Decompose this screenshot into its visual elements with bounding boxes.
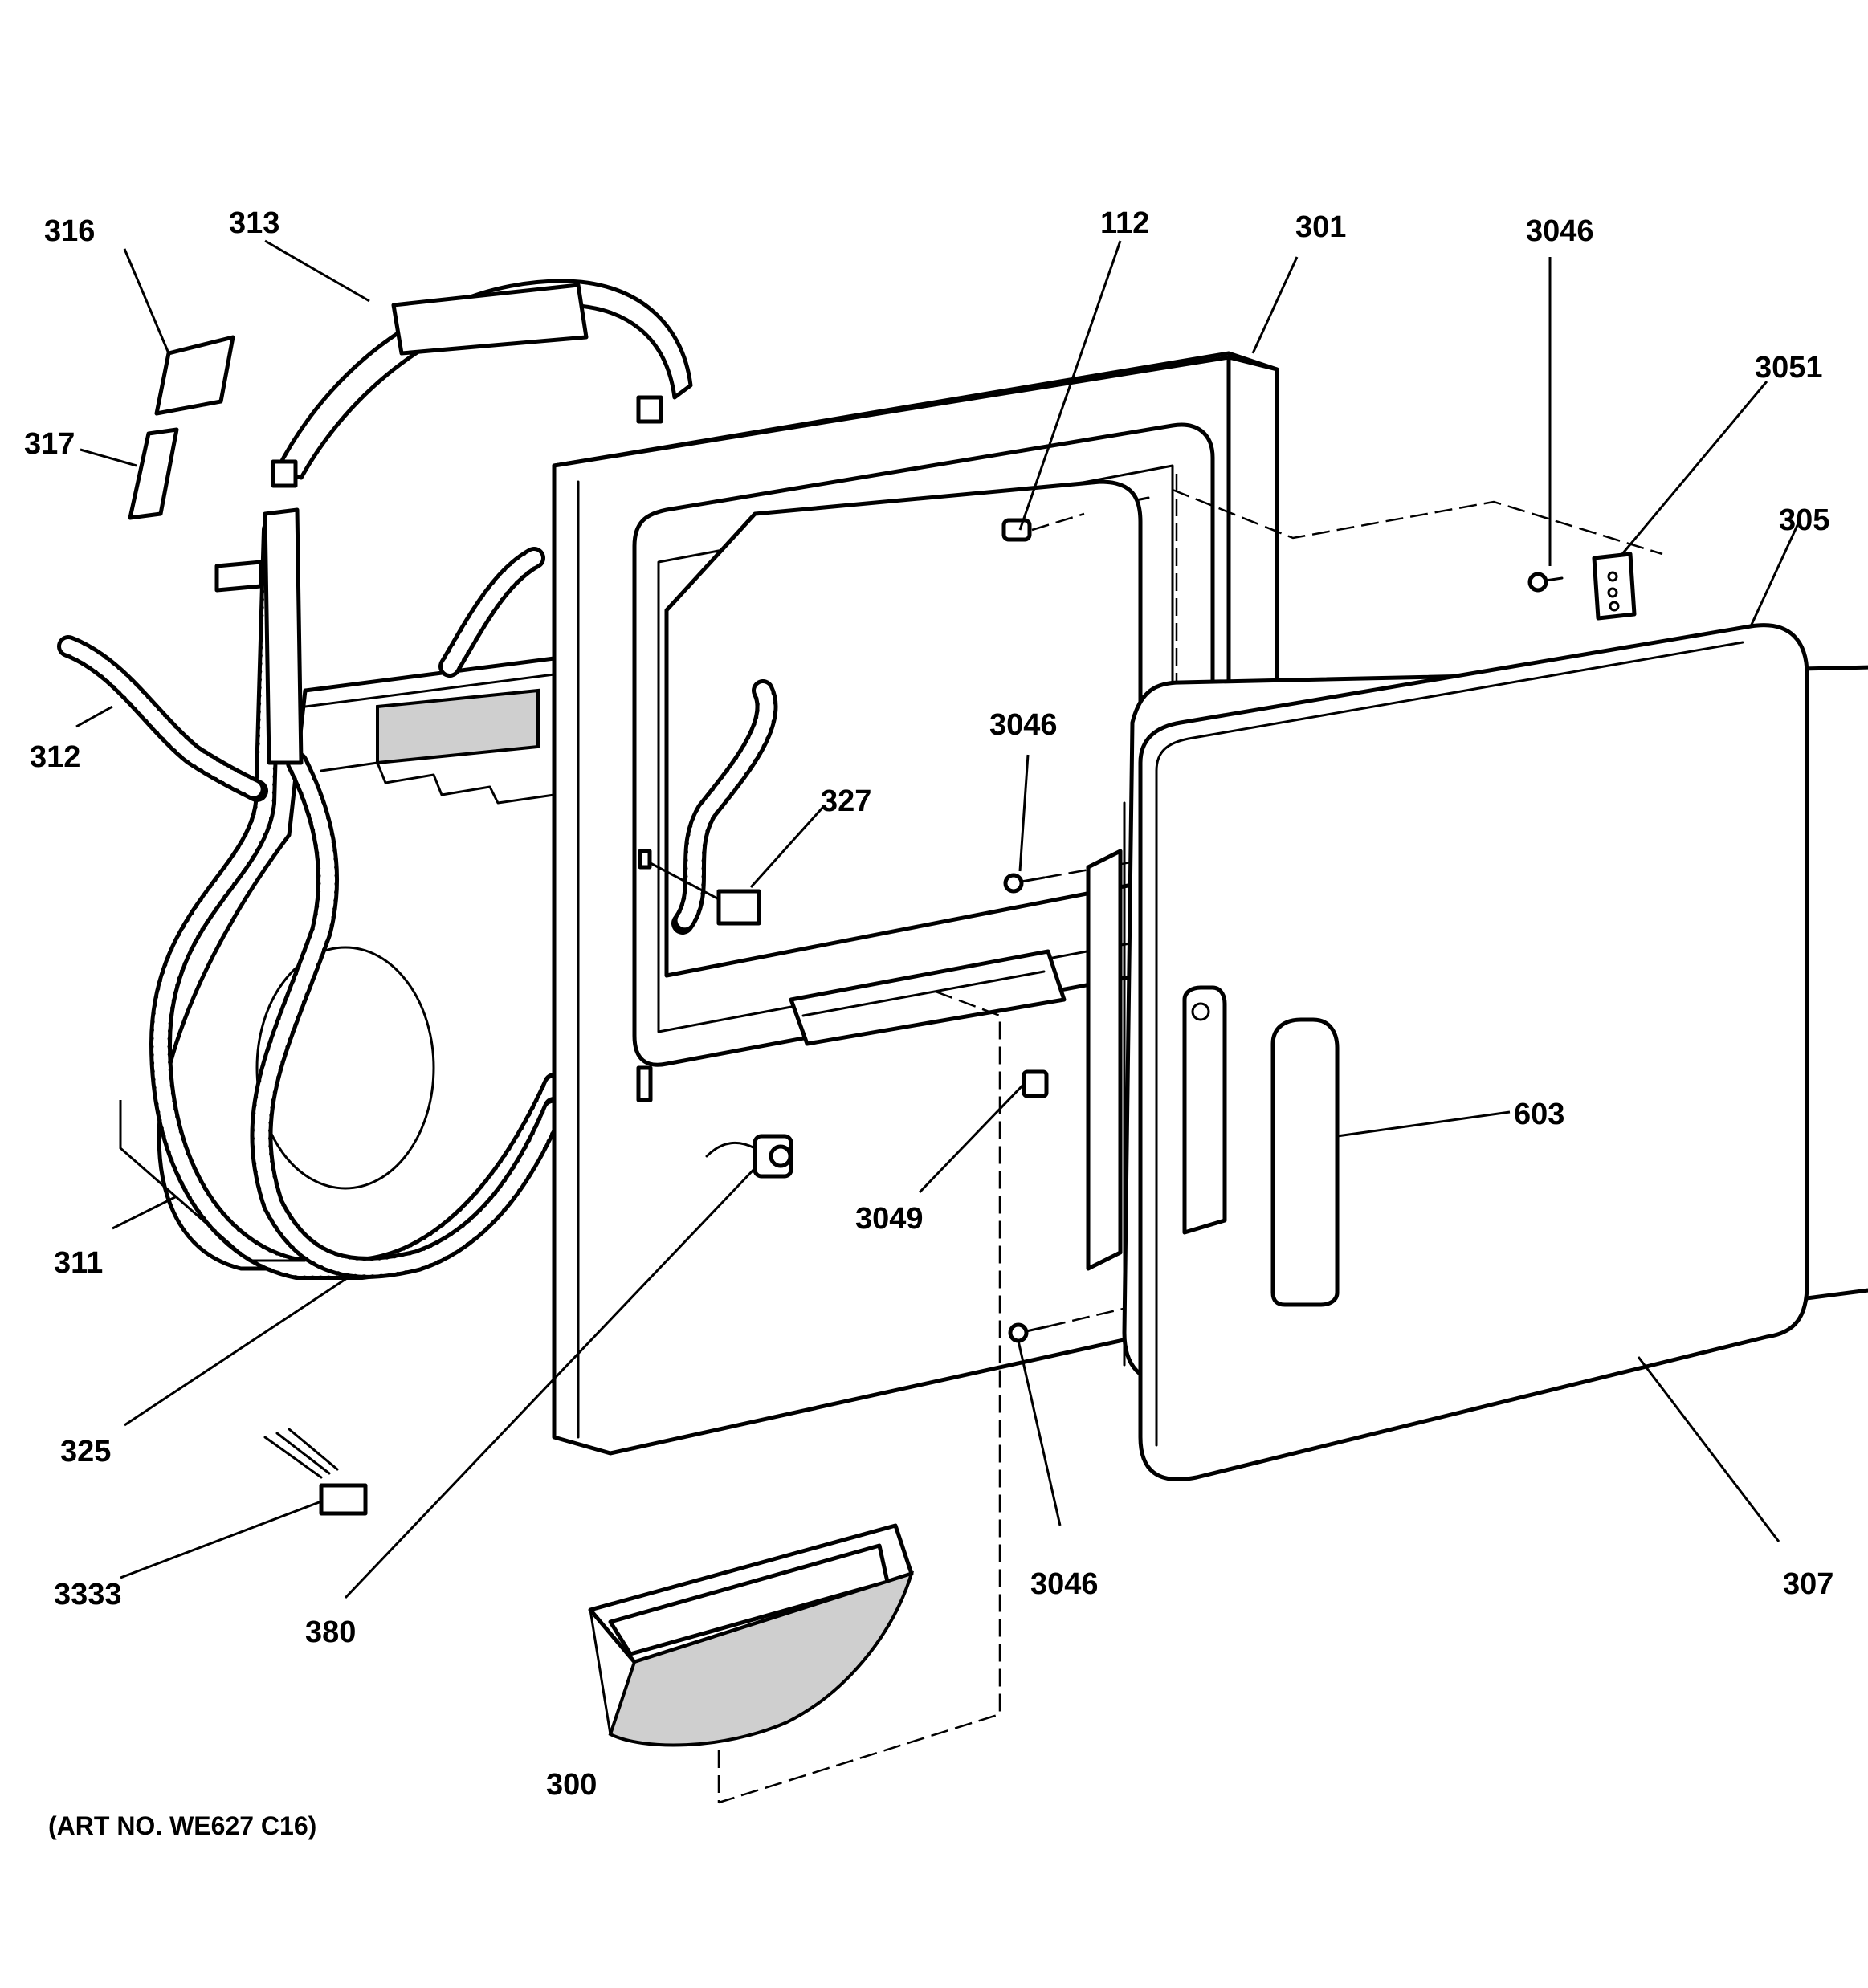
lint-filter-300: [588, 1523, 915, 1747]
bumper-112: [1001, 512, 1085, 542]
callout-311: 311: [54, 1246, 103, 1280]
leader-lines: [75, 239, 1801, 1599]
alignment-hinge: [1172, 488, 1663, 556]
art-number: (ART NO. WE627 C16): [48, 1811, 316, 1840]
alignment-filter: [718, 990, 1001, 1804]
callout-301: 301: [1295, 210, 1346, 244]
callout-316: 316: [44, 214, 95, 248]
connector-3333: [263, 1428, 368, 1516]
callout-3049: 3049: [855, 1202, 924, 1236]
callout-112: 112: [1100, 206, 1149, 240]
hinge-bracket-3051: [1592, 552, 1637, 621]
callout-307: 307: [1783, 1567, 1833, 1601]
callout-313: 313: [229, 206, 279, 240]
callout-305: 305: [1779, 503, 1829, 537]
callout-3051: 3051: [1755, 351, 1823, 385]
switch-327: [716, 889, 761, 926]
callout-3333: 3333: [54, 1578, 122, 1611]
handle-603: [1270, 1017, 1340, 1307]
latch-3049: [1022, 1069, 1049, 1098]
door-305: [1086, 623, 1868, 1482]
callout-3046-bottom: 3046: [1030, 1567, 1099, 1601]
callout-300: 300: [546, 1768, 597, 1802]
duct-arc-313: [214, 279, 693, 765]
callout-3046-top: 3046: [1526, 214, 1594, 248]
felt-strip-317: [128, 427, 179, 520]
screw-3046-top: [1527, 572, 1564, 593]
callout-603: 603: [1514, 1098, 1564, 1131]
callout-317: 317: [24, 427, 75, 461]
callout-labels: 316 313 317 312 311 325 3333 380 300 112…: [24, 206, 1833, 1802]
callout-380: 380: [305, 1615, 356, 1649]
callout-3046-mid: 3046: [989, 708, 1058, 742]
callout-327: 327: [821, 784, 871, 818]
callout-325: 325: [60, 1435, 111, 1469]
callout-312: 312: [30, 740, 80, 774]
felt-strip-316: [154, 335, 235, 416]
switch-380: [705, 1134, 793, 1179]
